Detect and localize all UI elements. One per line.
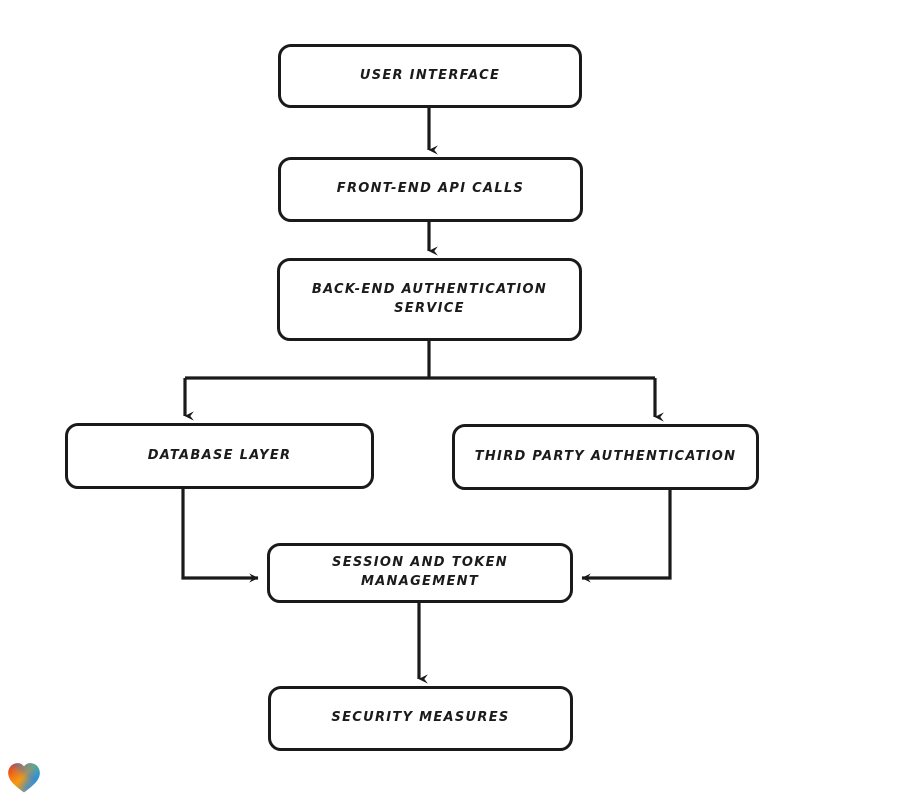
node-security-measures-label: Security Measures xyxy=(331,710,510,726)
node-third-party-authentication[interactable]: Third Party Authentication xyxy=(452,424,759,490)
node-session-and-token-management[interactable]: Session and Token Management xyxy=(267,543,573,603)
node-session-and-token-management-label: Session and Token Management xyxy=(332,555,508,589)
node-user-interface[interactable]: User Interface xyxy=(278,44,582,108)
node-front-end-api-calls-label: Front-End API Calls xyxy=(336,181,525,197)
node-database-layer[interactable]: Database Layer xyxy=(65,423,374,489)
edge-thirdparty-to-session xyxy=(581,490,672,583)
node-third-party-authentication-label: Third Party Authentication xyxy=(474,448,737,464)
node-back-end-authentication-service-label: Back-End Authentication Service xyxy=(311,281,548,316)
node-security-measures[interactable]: Security Measures xyxy=(268,686,573,751)
node-front-end-api-calls[interactable]: Front-End API Calls xyxy=(278,157,583,222)
gradient-heart-logo[interactable] xyxy=(7,761,41,794)
edge-database-to-session xyxy=(181,489,259,583)
node-back-end-authentication-service[interactable]: Back-End Authentication Service xyxy=(277,258,582,341)
node-user-interface-label: User Interface xyxy=(359,67,501,83)
node-database-layer-label: Database Layer xyxy=(147,447,292,463)
